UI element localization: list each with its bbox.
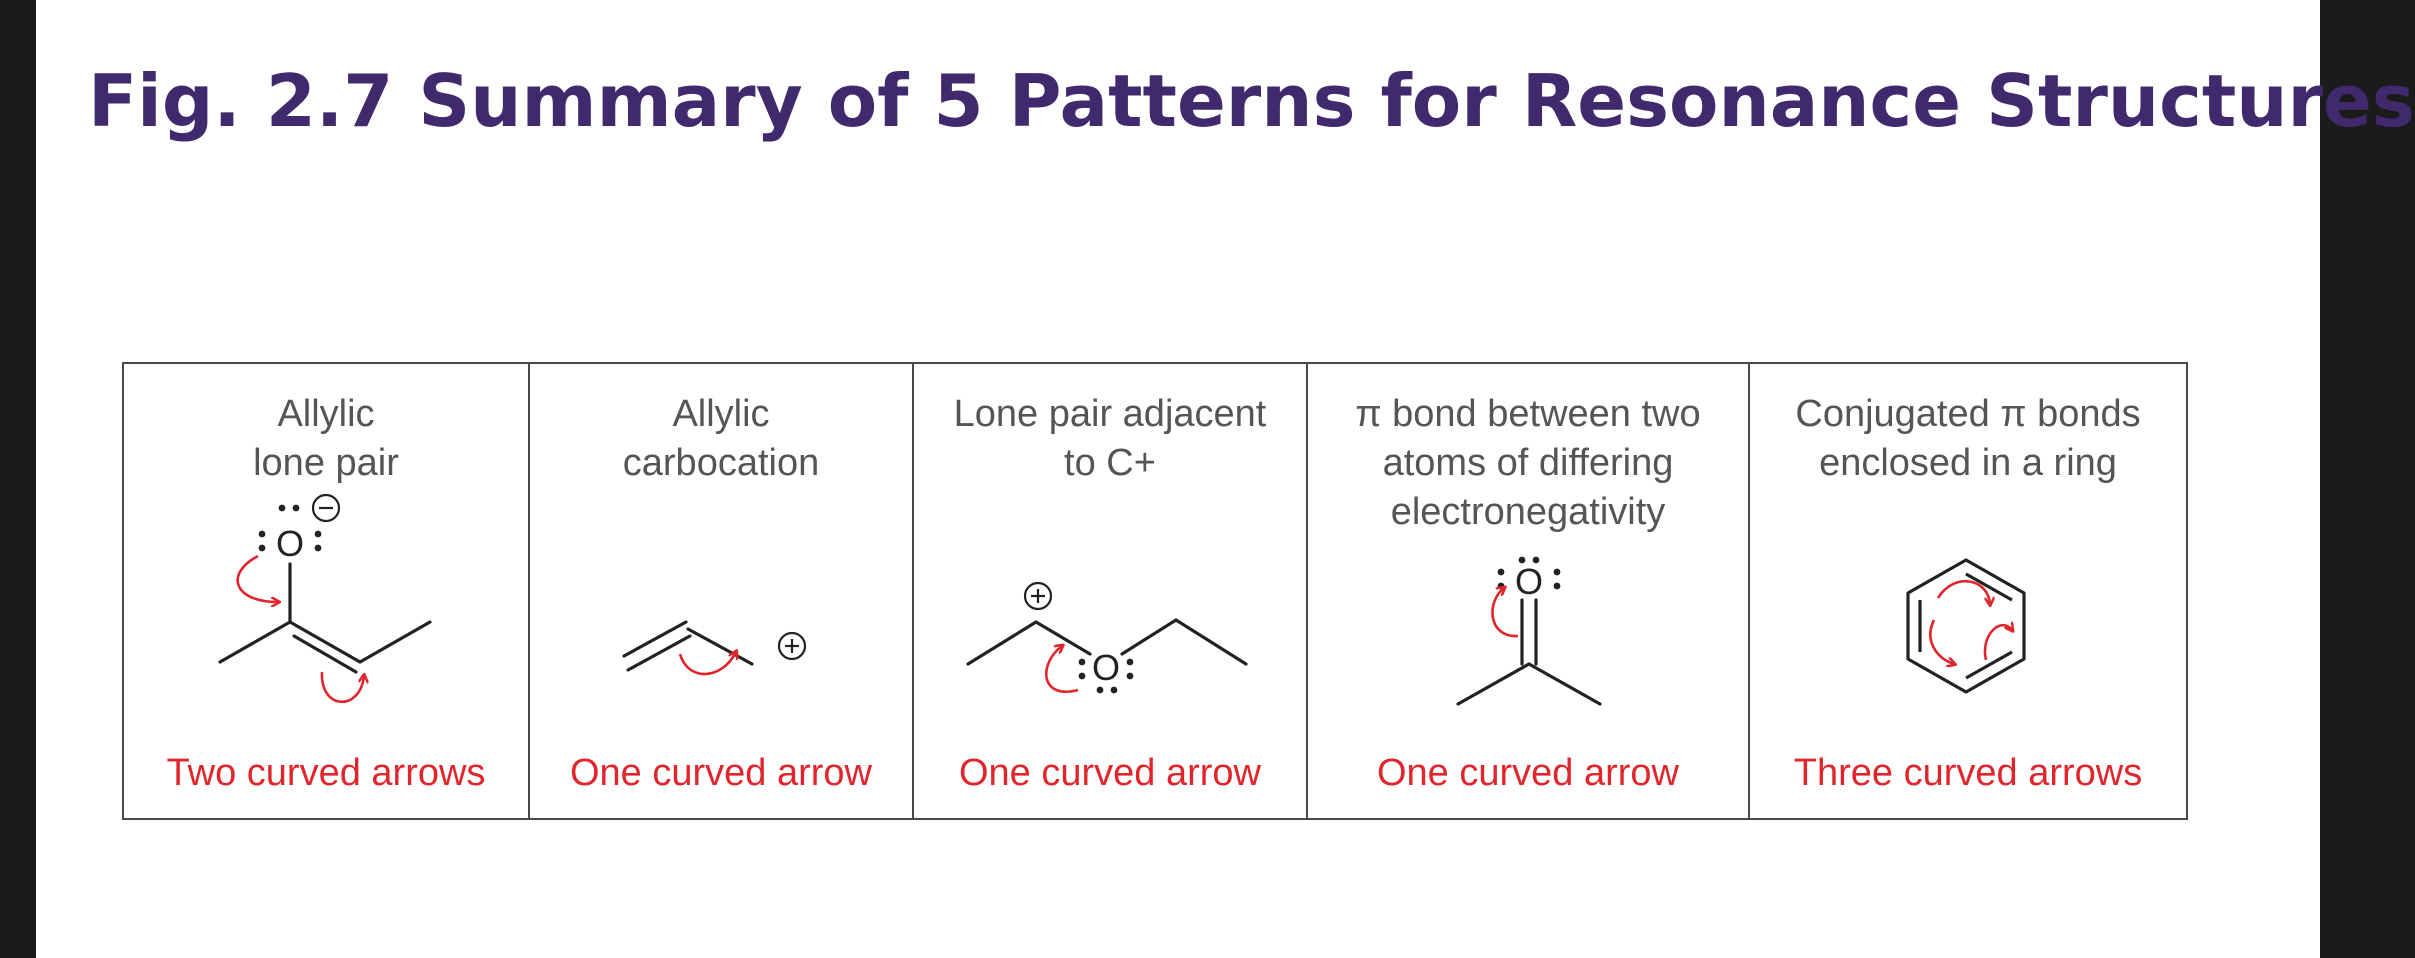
panel-title: Conjugated π bonds enclosed in a ring <box>1795 393 2141 484</box>
curved-arrow-icon <box>236 554 278 602</box>
panel-caption: Two curved arrows <box>166 752 486 794</box>
lone-pair-adjacent-structure: O <box>966 581 1248 694</box>
panel-caption: Three curved arrows <box>1793 752 2143 794</box>
panel-allylic-carbocation: Allylic carbocation <box>530 364 914 818</box>
curved-arrow-icon <box>1936 580 1990 604</box>
curved-arrow-icon <box>320 671 364 704</box>
oxygen-atom: O <box>1515 561 1543 602</box>
panel-caption: One curved arrow <box>958 752 1261 794</box>
carbonyl-structure: O <box>1456 556 1602 706</box>
curved-arrow-icon <box>1045 646 1079 693</box>
allylic-carbocation-structure <box>622 620 807 676</box>
panel-title: Allylic lone pair <box>253 393 399 484</box>
slide-title: Fig. 2.7 Summary of 5 Patterns for Reson… <box>88 59 2415 143</box>
panel-title: π bond between two atoms of differing el… <box>1355 393 1701 533</box>
negative-charge-icon <box>311 493 341 523</box>
curved-arrow-icon <box>678 652 736 676</box>
curved-arrow-icon <box>1983 625 2012 661</box>
positive-charge-icon <box>1023 581 1053 611</box>
benzene-ring-structure <box>1906 558 2026 694</box>
panel-conjugated-ring: Conjugated π bonds enclosed in a ring <box>1750 364 2186 818</box>
panel-pi-bond-electronegativity: π bond between two atoms of differing el… <box>1308 364 1750 818</box>
panel-allylic-lone-pair: Allylic lone pair O <box>124 364 530 818</box>
panel-title: Lone pair adjacent to C+ <box>953 393 1267 484</box>
slide: Fig. 2.7 Summary of 5 Patterns for Reson… <box>36 0 2415 958</box>
resonance-patterns-figure: Allylic lone pair O <box>122 362 2188 820</box>
panel-title: Allylic carbocation <box>622 393 820 484</box>
oxygen-atom: O <box>276 523 304 564</box>
oxygen-atom: O <box>1092 647 1120 688</box>
panel-lone-pair-adjacent: Lone pair adjacent to C+ O <box>914 364 1308 818</box>
positive-charge-icon <box>777 631 807 661</box>
curved-arrow-icon <box>1929 619 1954 664</box>
panel-caption: One curved arrow <box>569 752 872 794</box>
panel-caption: One curved arrow <box>1376 752 1679 794</box>
curved-arrow-icon <box>1491 588 1519 638</box>
allylic-lone-pair-structure: O <box>218 493 432 704</box>
